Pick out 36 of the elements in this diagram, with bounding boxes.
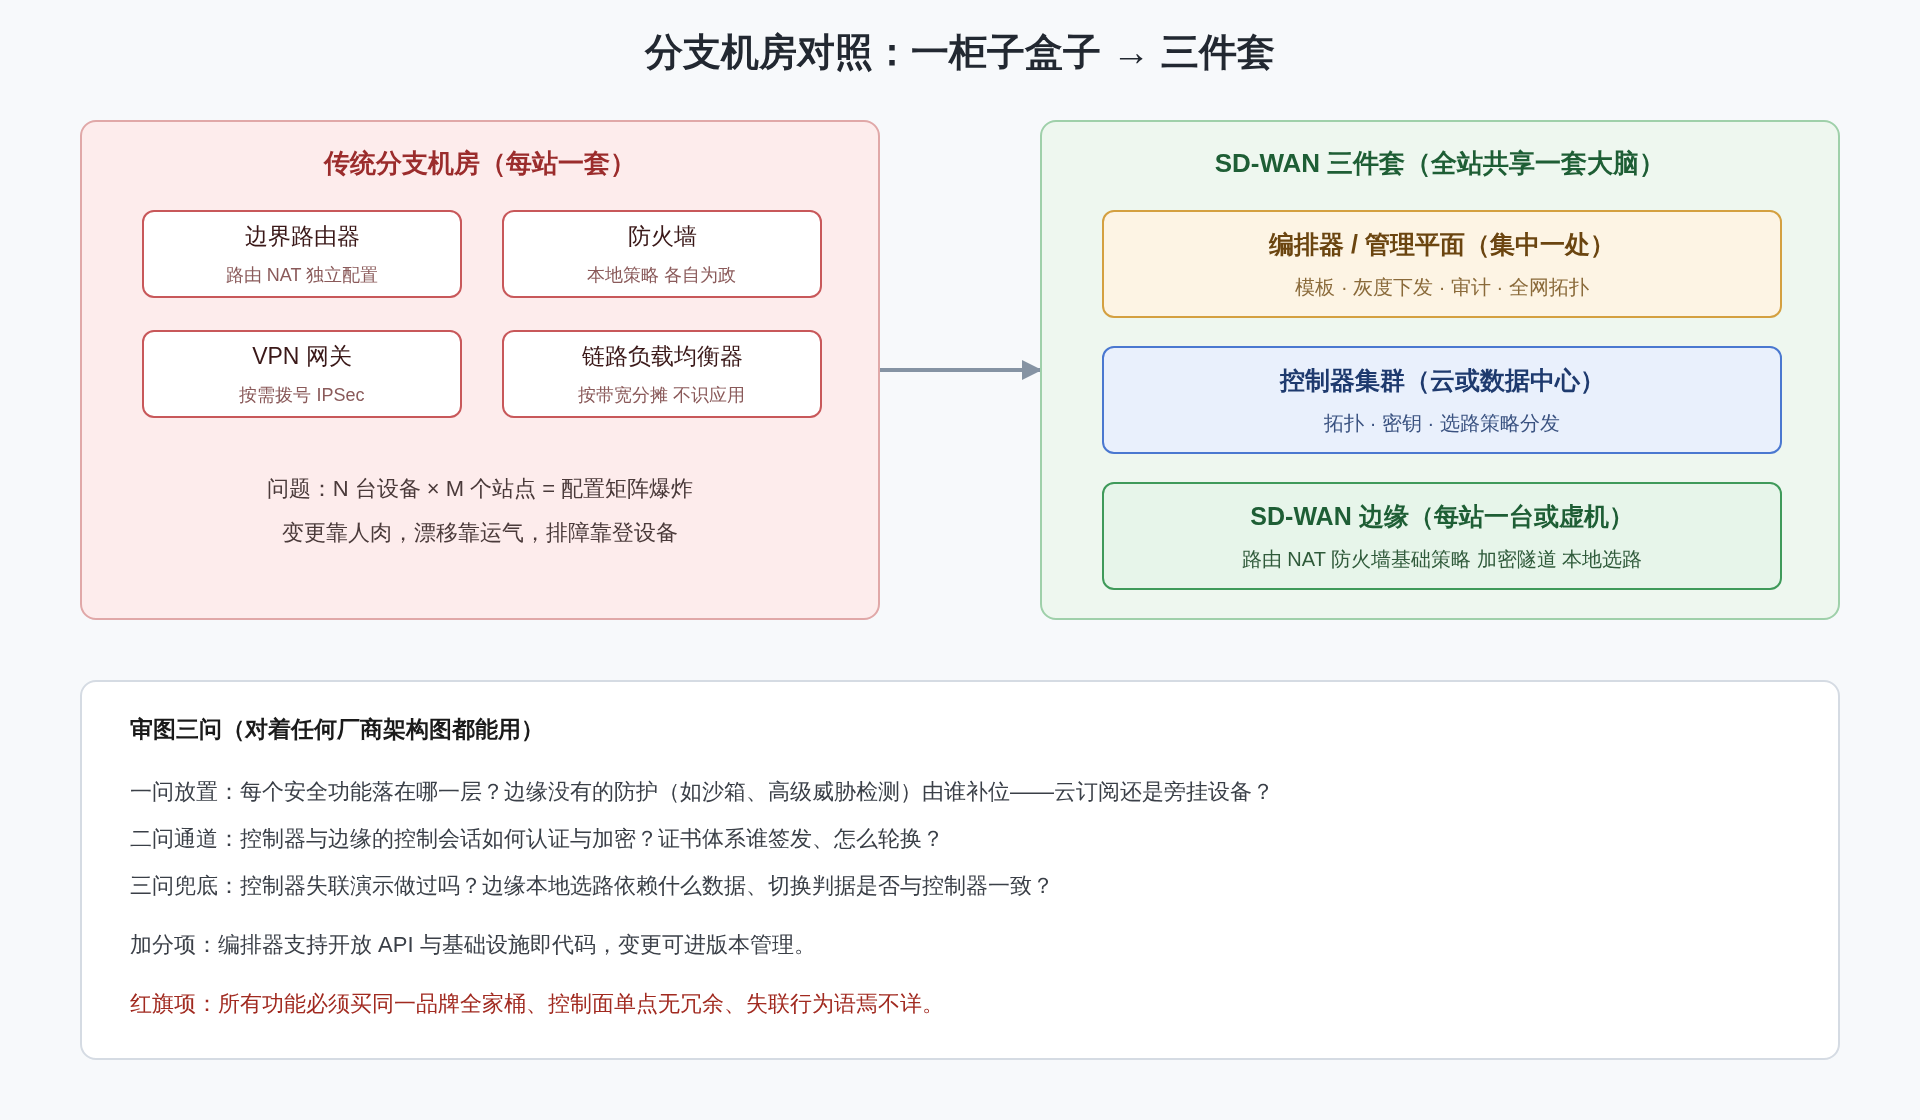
component-box: [1102, 482, 1782, 590]
diagram-title: 分支机房对照：一柜子盒子 → 三件套: [643, 30, 1276, 75]
box-subtitle: 按需拨号 IPSec: [239, 383, 365, 407]
box-title: 防火墙: [627, 222, 697, 252]
panel-heading: 传统分支机房（每站一套）: [322, 147, 637, 180]
component-box: [502, 210, 822, 298]
box-subtitle: 拓扑 · 密钥 · 选路策略分发: [1324, 410, 1560, 436]
component-box: [142, 330, 462, 418]
box-title: SD-WAN 边缘（每站一台或虚机）: [1250, 501, 1634, 533]
arrow: [880, 360, 1042, 380]
box-subtitle: 本地策略 各自为政: [587, 263, 737, 287]
panel-heading: SD-WAN 三件套（全站共享一套大脑）: [1213, 147, 1667, 180]
box-subtitle: 模板 · 灰度下发 · 审计 · 全网拓扑: [1295, 274, 1589, 300]
box-subtitle: 路由 NAT 防火墙基础策略 加密隧道 本地选路: [1241, 546, 1643, 572]
problem-note: 问题：N 台设备 × M 个站点 = 配置矩阵爆炸: [265, 475, 695, 503]
notes-card: [80, 680, 1840, 1060]
note-text: 加分项：编排器支持开放 API 与基础设施即代码，变更可进版本管理。: [130, 930, 817, 959]
component-box: [142, 210, 462, 298]
note-text: 三问兜底：控制器失联演示做过吗？边缘本地选路依赖什么数据、切换判据是否与控制器一致？: [130, 871, 1055, 900]
box-title: 控制器集群（云或数据中心）: [1279, 365, 1605, 397]
group-panel: [1040, 120, 1840, 620]
box-title: VPN 网关: [252, 342, 352, 372]
component-box: [1102, 210, 1782, 318]
box-title: 链路负载均衡器: [581, 342, 743, 372]
box-title: 边界路由器: [244, 222, 360, 252]
note-text: 二问通道：控制器与边缘的控制会话如何认证与加密？证书体系谁签发、怎么轮换？: [130, 824, 945, 853]
note-text: 一问放置：每个安全功能落在哪一层？边缘没有的防护（如沙箱、高级威胁检测）由谁补位——云订阅还是旁挂设备？: [130, 777, 1275, 806]
group-panel: [80, 120, 880, 620]
component-box: [1102, 346, 1782, 454]
notes-heading: 审图三问（对着任何厂商架构图都能用）: [130, 715, 545, 744]
box-subtitle: 按带宽分摊 不识应用: [578, 383, 746, 407]
box-subtitle: 路由 NAT 独立配置: [225, 263, 379, 287]
box-title: 编排器 / 管理平面（集中一处）: [1269, 229, 1615, 261]
warning-note: 红旗项：所有功能必须买同一品牌全家桶、控制面单点无冗余、失联行为语焉不详。: [130, 989, 945, 1018]
component-box: [502, 330, 822, 418]
problem-note: 变更靠人肉，漂移靠运气，排障靠登设备: [281, 519, 679, 547]
